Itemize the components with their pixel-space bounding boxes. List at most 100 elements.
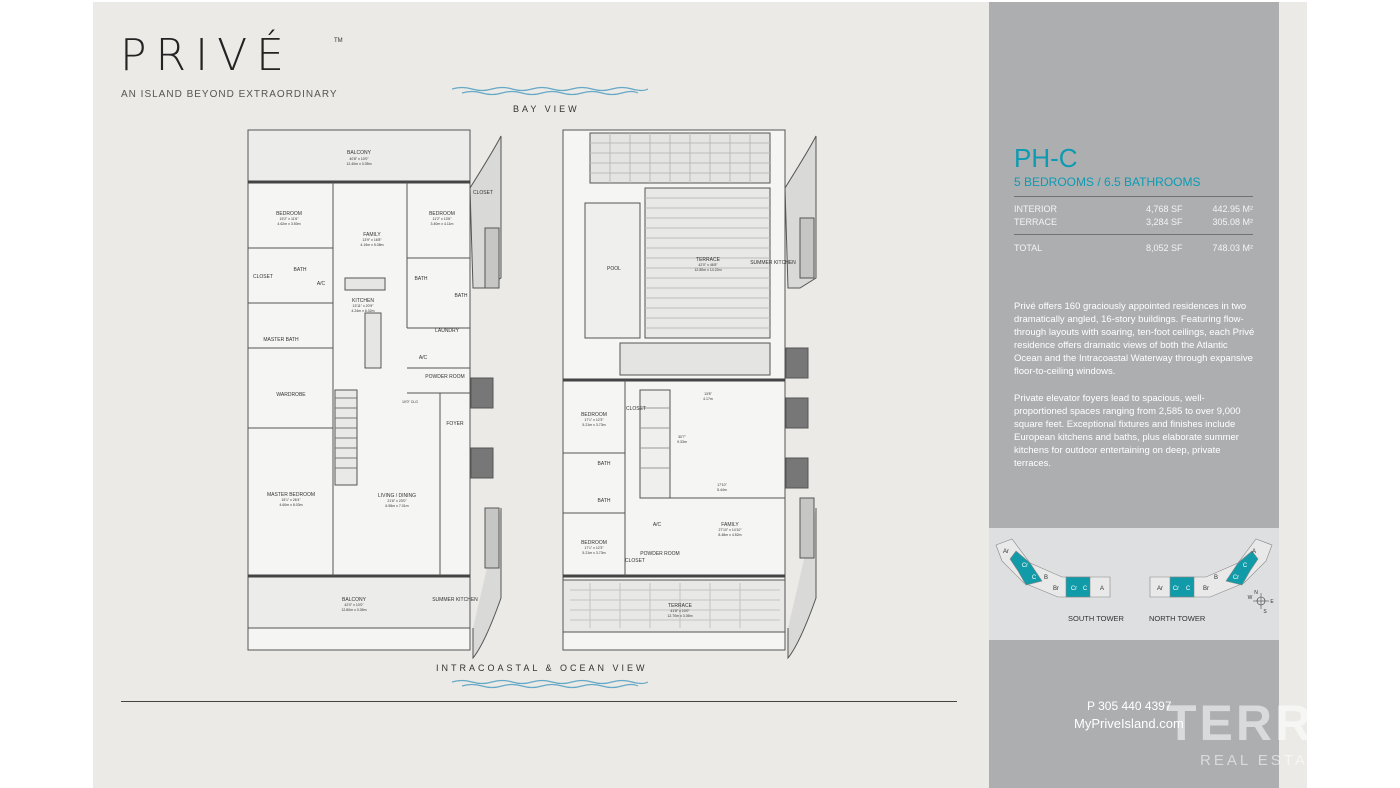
north-unit-label: B — [1214, 575, 1218, 581]
watermark-line-2: REAL ESTA — [1200, 752, 1308, 769]
lower-wardrobe: WARDROBE — [276, 392, 306, 398]
south-tower-label: SOUTH TOWER — [1068, 614, 1124, 623]
info-sidebar — [989, 2, 1279, 788]
lower-balcony-bottom-metric: 12.80m x 3.05m — [341, 608, 366, 612]
lower-bedroom-left-metric: 4.62m x 3.50m — [277, 222, 300, 226]
area-row-total: TOTAL 8,052 SF 748.03 M² — [1014, 243, 1253, 255]
lower-summer-kitchen: SUMMER KITCHEN — [432, 597, 478, 603]
upper-bedroom-2-label: BEDROOM — [581, 540, 607, 546]
upper-family-label: FAMILY — [721, 522, 739, 528]
tower-site-map: Ar Cr C Br Cr C B A Ar Cr C B Br Cr C A … — [995, 538, 1275, 615]
lower-ceiling-note: 10'0" CLG — [402, 400, 418, 404]
lower-bedroom-right-dims: 11'2" x 13'6" — [433, 217, 453, 221]
upper-bedroom-1-label: BEDROOM — [581, 412, 607, 418]
upper-bedroom-1-dims: 17'1" x 12'3" — [584, 418, 604, 422]
waves-top-icon — [452, 86, 648, 96]
area-row-sf: 3,284 SF — [1146, 217, 1183, 227]
south-unit-label: C — [1083, 586, 1088, 592]
north-tower-label: NORTH TOWER — [1149, 614, 1206, 623]
lower-bedroom-left-dims: 15'2" x 11'6" — [280, 217, 300, 221]
compass-icon: N S E W — [1248, 590, 1275, 615]
lower-bedroom-left-label: BEDROOM — [276, 211, 302, 217]
upper-family-dims: 27'10" x 14'10" — [718, 528, 742, 532]
upper-family-metric: 8.48m x 4.52m — [718, 533, 741, 537]
compass-w: W — [1248, 595, 1253, 601]
upper-bedroom-1-metric: 5.21m x 3.73m — [582, 423, 605, 427]
south-unit-label: C — [1032, 575, 1037, 581]
brand-logo: PRIVÉ — [120, 30, 293, 81]
floorplan-page — [93, 2, 989, 788]
north-unit-label: C — [1186, 586, 1191, 592]
area-row-label: TERRACE — [1014, 217, 1058, 227]
upper-bath-1: BATH — [598, 461, 611, 467]
floor-plan-lower: BALCONY 40'8" x 10'0" 12.40m x 3.05m BED… — [247, 129, 502, 660]
area-row-terrace: TERRACE 3,284 SF 305.08 M² — [1014, 217, 1253, 229]
description-paragraph-1: Privé offers 160 graciously appointed re… — [1014, 301, 1255, 377]
upper-terrace-top-label: TERRACE — [696, 257, 721, 263]
area-total-label: TOTAL — [1014, 243, 1043, 253]
upper-bedroom-2-dims: 17'1" x 12'3" — [584, 546, 604, 550]
north-unit-label: Br — [1203, 586, 1209, 592]
lower-living-dining-metric: 6.55m x 7.01m — [385, 504, 408, 508]
lower-living-dining-dims: 21'6" x 23'0" — [387, 499, 407, 503]
upper-powder-room: POWDER ROOM — [640, 551, 679, 557]
floor-plan-upper: POOL TERRACE 42'0" x 46'8" 12.80m x 14.2… — [562, 129, 817, 660]
north-unit-label: A — [1252, 549, 1256, 555]
north-unit-label: C — [1243, 563, 1248, 569]
lower-family-dims: 13'9" x 16'8" — [362, 238, 382, 242]
table-rule-top — [1014, 196, 1253, 197]
lower-living-dining-label: LIVING / DINING — [378, 493, 416, 499]
upper-summer-kitchen: SUMMER KITCHEN — [750, 260, 796, 266]
lower-master-bedroom-dims: 15'1" x 26'4" — [281, 498, 301, 502]
upper-otb-1-dims: 13'8" — [704, 392, 713, 396]
lower-kitchen-label: KITCHEN — [352, 298, 374, 304]
lower-bath-right-1: BATH — [415, 276, 428, 282]
right-margin — [1279, 2, 1307, 788]
view-label-bottom: INTRACOASTAL & OCEAN VIEW — [436, 663, 648, 673]
upper-otb-3-metric: 5.44m — [717, 488, 727, 492]
lower-family-metric: 4.19m x 5.08m — [360, 243, 383, 247]
lower-balcony-top-label: BALCONY — [347, 150, 372, 156]
area-row-metric: 442.95 M² — [1212, 204, 1253, 214]
lower-bath-left: BATH — [294, 267, 307, 273]
lower-balcony-top-metric: 12.40m x 3.05m — [346, 162, 371, 166]
unit-name: PH-C — [1014, 143, 1078, 173]
lower-closet-top-right: CLOSET — [473, 190, 493, 196]
lower-kitchen-metric: 4.24m x 6.32m — [351, 309, 374, 313]
lower-bedroom-right-label: BEDROOM — [429, 211, 455, 217]
upper-otb-1-metric: 4.17m — [703, 397, 713, 401]
lower-balcony-bottom-label: BALCONY — [342, 597, 367, 603]
area-row-sf: 4,768 SF — [1146, 204, 1183, 214]
north-unit-label: Cr — [1233, 575, 1239, 581]
south-unit-label: Br — [1053, 586, 1059, 592]
lower-family-label: FAMILY — [363, 232, 381, 238]
upper-otb-2-metric: 9.33m — [677, 440, 687, 444]
compass-n: N — [1254, 590, 1258, 596]
lower-ac-label: A/C — [317, 281, 326, 287]
south-unit-label: Ar — [1003, 549, 1009, 555]
area-row-interior: INTERIOR 4,768 SF 442.95 M² — [1014, 204, 1253, 216]
upper-terrace-bottom-dims: 41'8" x 10'0" — [670, 609, 690, 613]
contact-website[interactable]: MyPriveIsland.com — [1074, 716, 1184, 731]
upper-otb-2-dims: 30'7" — [678, 435, 687, 439]
view-label-top: BAY VIEW — [513, 104, 580, 114]
compass-e: E — [1270, 599, 1274, 605]
south-unit-label: A — [1100, 586, 1104, 592]
upper-bath-2: BATH — [598, 498, 611, 504]
south-unit-label: Cr — [1022, 563, 1028, 569]
lower-laundry: LAUNDRY — [435, 328, 459, 334]
upper-ac-label: A/C — [653, 522, 662, 528]
area-row-metric: 305.08 M² — [1212, 217, 1253, 227]
upper-terrace-top-metric: 12.80m x 14.22m — [694, 268, 721, 272]
upper-terrace-bottom-label: TERRACE — [668, 603, 693, 609]
area-total-sf: 8,052 SF — [1146, 243, 1183, 253]
north-unit-label: Cr — [1173, 586, 1179, 592]
brand-tagline: AN ISLAND BEYOND EXTRAORDINARY — [121, 89, 338, 100]
lower-master-bath: MASTER BATH — [263, 337, 299, 343]
lower-balcony-top-dims: 40'8" x 10'0" — [349, 157, 369, 161]
upper-terrace-bottom-metric: 12.70m x 3.05m — [667, 614, 692, 618]
unit-subtitle: 5 BEDROOMS / 6.5 BATHROOMS — [1014, 175, 1201, 189]
upper-bedroom-2-metric: 5.21m x 3.73m — [582, 551, 605, 555]
lower-master-bedroom-metric: 4.60m x 8.03m — [279, 503, 302, 507]
lower-bedroom-right-metric: 3.40m x 4.11m — [431, 222, 454, 226]
